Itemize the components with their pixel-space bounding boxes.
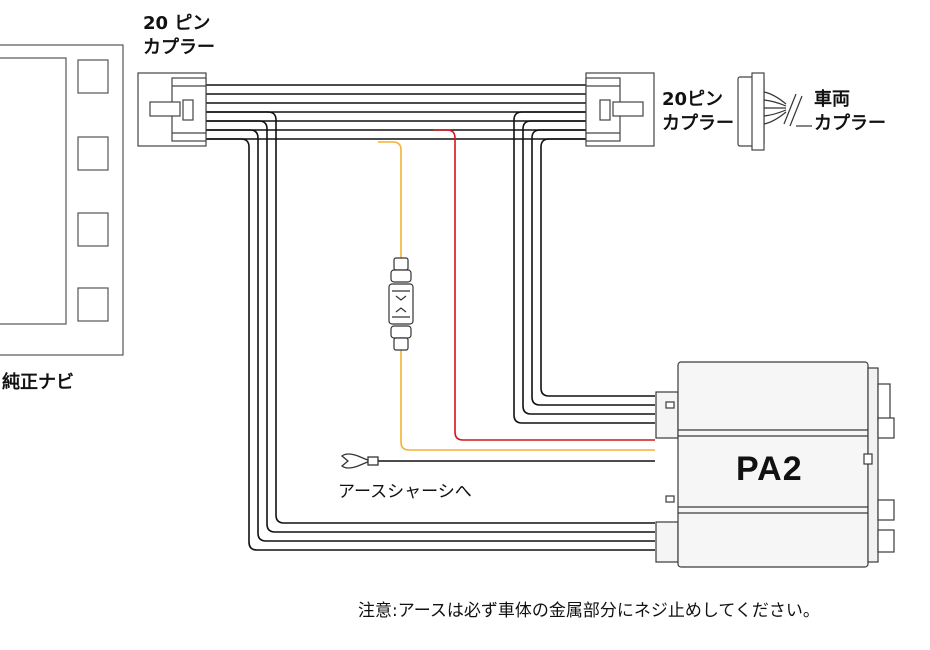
left-coupler-label-line1: 20 ピン <box>143 13 211 34</box>
left-coupler-label-line2: カプラー <box>143 37 215 58</box>
yellow-wire <box>378 141 655 451</box>
black-wires <box>205 84 655 551</box>
right-20pin-coupler <box>585 72 655 147</box>
vehicle-coupler-label-line2: カプラー <box>814 113 886 134</box>
navi-label: 純正ナビ <box>2 372 74 393</box>
navi-unit <box>0 44 124 356</box>
ground-terminal-icon <box>340 453 379 469</box>
right-coupler-label-line2: カプラー <box>662 113 734 134</box>
fuse-holder <box>388 257 414 351</box>
vehicle-coupler-label-line1: 車両 <box>814 89 850 110</box>
device-label: PA2 <box>736 450 803 488</box>
pa2-amplifier <box>655 361 895 568</box>
left-20pin-coupler <box>137 72 207 147</box>
red-wire <box>433 129 655 441</box>
right-coupler-label-line1: 20ピン <box>662 89 724 110</box>
ground-label: アースシャーシへ <box>338 482 472 502</box>
caution-note: 注意:アースは必ず車体の金属部分にネジ止めしてください。 <box>358 601 820 621</box>
vehicle-coupler <box>737 72 812 151</box>
